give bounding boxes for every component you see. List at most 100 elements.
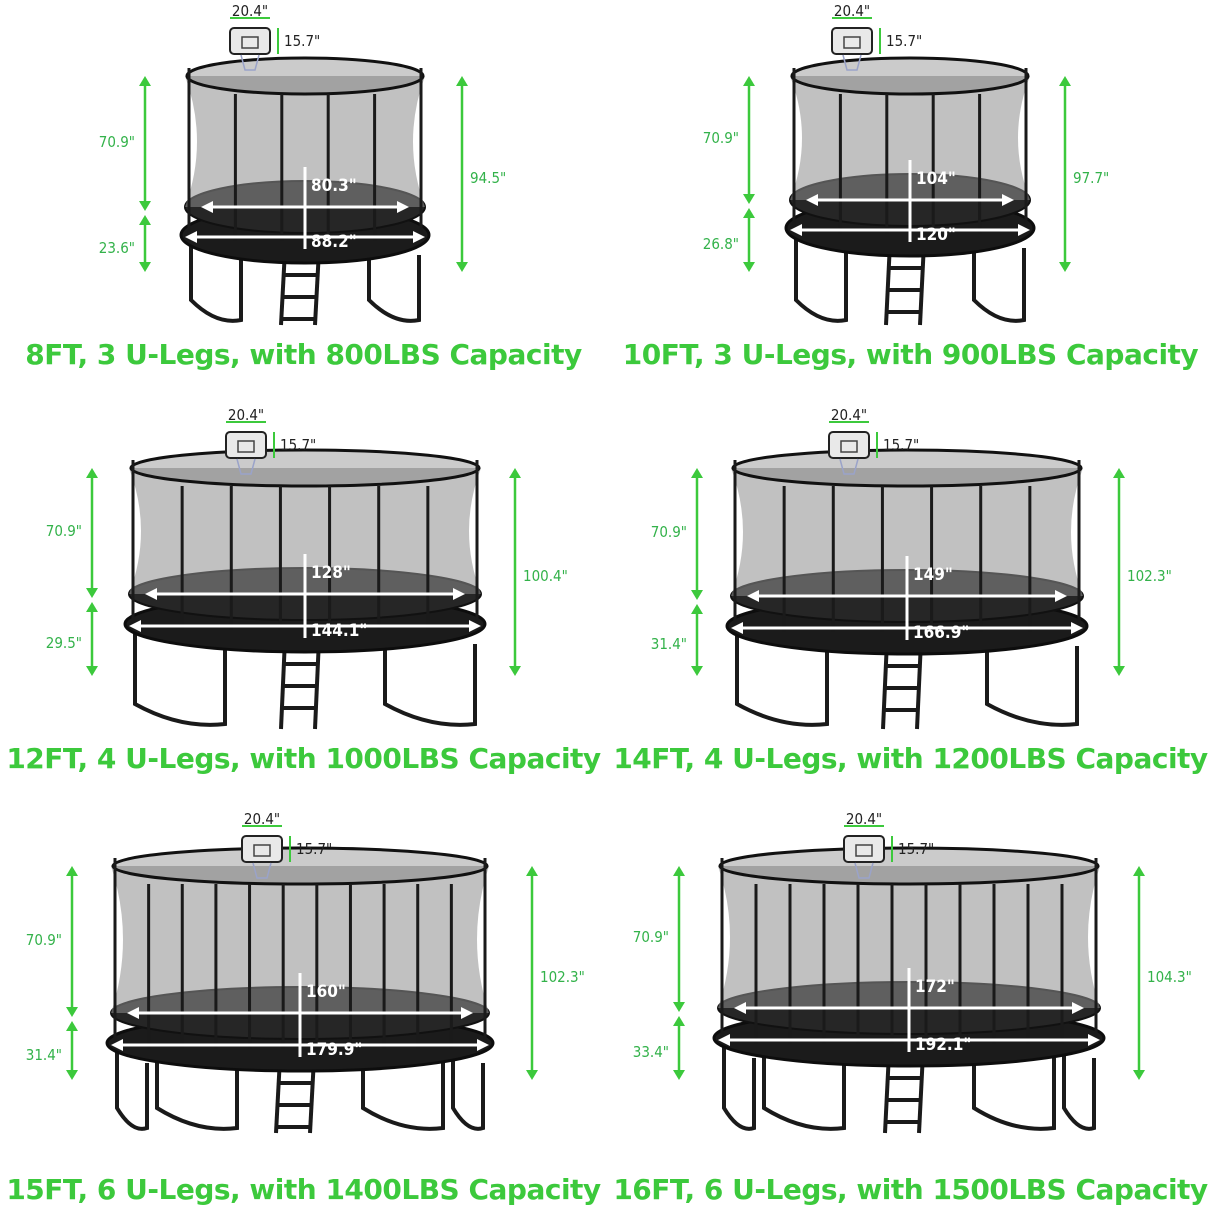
u-legs [794, 236, 1026, 323]
frame-height-ruler [86, 602, 98, 676]
frame-diameter-label: 192.1" [915, 1035, 972, 1055]
enclosure-poles [792, 68, 1028, 234]
hoop-width-label: 20.4" [845, 810, 883, 828]
frame-height-ruler [66, 1021, 78, 1080]
mat-diameter-label: 160" [306, 982, 346, 1002]
safety-net [718, 846, 1100, 1008]
trampoline-illustration [66, 825, 538, 1134]
hoop-height-label: 15.7" [886, 32, 923, 50]
trampoline-illustration [691, 421, 1125, 730]
basketball-hoop [828, 421, 878, 475]
net-height-label: 70.9" [632, 928, 669, 946]
safety-net [185, 56, 425, 207]
frame-diameter-label: 88.2" [311, 232, 357, 252]
ladder [881, 640, 923, 730]
hoop-width-label: 20.4" [227, 406, 265, 424]
frame-height-label: 26.8" [702, 235, 739, 253]
net-height-ruler [673, 866, 685, 1012]
frame-height-label: 23.6" [98, 238, 135, 257]
trampoline-illustration [139, 17, 468, 326]
size-capacity-caption: 15FT, 6 U-Legs, with 1400LBS Capacity [6, 1173, 601, 1206]
u-legs [735, 634, 1079, 727]
safety-net [731, 448, 1083, 596]
hoop-width-label: 20.4" [231, 2, 269, 20]
net-height-label: 70.9" [25, 930, 62, 949]
size-capacity-caption: 12FT, 4 U-Legs, with 1000LBS Capacity [6, 742, 601, 775]
frame-height-ruler [743, 208, 755, 272]
hoop-height-label: 15.7" [898, 840, 935, 858]
total-height-ruler [1059, 76, 1071, 272]
trampoline-panel: 20.4"15.7"70.9"23.6"94.5"80.3"88.2"8FT, … [0, 0, 607, 404]
enclosure-poles [720, 858, 1098, 1044]
safety-net [129, 448, 481, 594]
frame-height-label: 29.5" [45, 634, 82, 652]
hoop-height-label: 15.7" [284, 32, 321, 50]
trampoline-panel: 20.4" 15.7" 70.9" 33.4" 104.3" 172" 192.1" 16FT… [607, 808, 1214, 1212]
basketball-hoop [843, 825, 893, 879]
ladder [279, 638, 321, 730]
hoop-width-label: 20.4" [833, 2, 871, 20]
net-height-ruler [691, 468, 703, 600]
trampoline-panel: 20.4" 15.7" 70.9" 26.8" 97.7" 104" 120" 10FT, 3… [607, 0, 1214, 404]
frame-height-label: 33.4" [632, 1043, 669, 1061]
frame-diameter-label: 179.9" [306, 1040, 363, 1060]
diameter-lines [185, 167, 425, 249]
frame-diameter-label: 144.1" [311, 621, 368, 641]
total-height-label: 102.3" [540, 968, 585, 986]
enclosure-poles [131, 460, 479, 630]
diameter-lines [790, 160, 1030, 242]
hoop-width-label: 20.4" [830, 406, 868, 424]
total-height-ruler [526, 866, 538, 1080]
size-capacity-caption: 8FT, 3 U-Legs, with 800LBS Capacity [25, 338, 582, 371]
enclosure-poles [733, 460, 1081, 632]
net-height-ruler [86, 468, 98, 598]
total-height-label: 100.4" [523, 567, 568, 585]
total-height-ruler [1133, 866, 1145, 1080]
u-legs [133, 632, 477, 727]
frame-height-label: 31.4" [650, 635, 687, 653]
frame-diameter-label: 166.9" [913, 623, 970, 643]
net-height-label: 70.9" [702, 129, 739, 147]
mat-diameter-label: 128" [311, 563, 351, 583]
net-height-ruler [139, 76, 151, 211]
frame-diameter-label: 120" [916, 225, 956, 245]
u-legs [115, 1051, 485, 1131]
u-legs [189, 243, 421, 323]
mat-diameter-label: 80.3" [311, 176, 357, 196]
total-height-label: 104.3" [1147, 968, 1192, 986]
mat-diameter-label: 149" [913, 565, 953, 585]
total-height-label: 102.3" [1127, 567, 1172, 585]
net-height-label: 70.9" [98, 132, 135, 151]
basketball-hoop [831, 17, 881, 71]
basketball-hoop [229, 17, 279, 71]
total-height-label: 97.7" [1073, 169, 1110, 187]
frame-height-ruler [691, 604, 703, 676]
basketball-hoop [241, 825, 291, 879]
safety-net [111, 846, 489, 1013]
basketball-hoop [225, 421, 275, 475]
trampoline-illustration [743, 17, 1071, 326]
net-height-ruler [66, 866, 78, 1017]
trampoline-illustration [86, 421, 521, 730]
size-capacity-caption: 16FT, 6 U-Legs, with 1500LBS Capacity [613, 1173, 1208, 1206]
mat-diameter-label: 104" [916, 169, 956, 189]
diameter-lines [111, 973, 489, 1057]
enclosure-poles [187, 68, 423, 241]
hoop-height-label: 15.7" [280, 436, 317, 454]
diameter-lines [731, 556, 1083, 640]
diameter-lines [129, 554, 481, 638]
mat-diameter-label: 172" [915, 977, 955, 997]
total-height-ruler [456, 76, 468, 272]
trampoline-panel: 20.4"15.7"70.9"31.4"102.3"149"166.9"14FT… [607, 404, 1214, 808]
frame-height-ruler [139, 215, 151, 272]
size-capacity-caption: 10FT, 3 U-Legs, with 900LBS Capacity [622, 338, 1199, 371]
frame-height-ruler [673, 1016, 685, 1080]
net-height-label: 70.9" [650, 523, 687, 541]
safety-net [790, 56, 1030, 200]
net-height-ruler [743, 76, 755, 204]
diameter-lines [718, 968, 1100, 1052]
total-height-ruler [509, 468, 521, 676]
hoop-width-label: 20.4" [243, 810, 281, 828]
hoop-height-label: 15.7" [296, 840, 333, 858]
net-height-label: 70.9" [45, 522, 82, 540]
